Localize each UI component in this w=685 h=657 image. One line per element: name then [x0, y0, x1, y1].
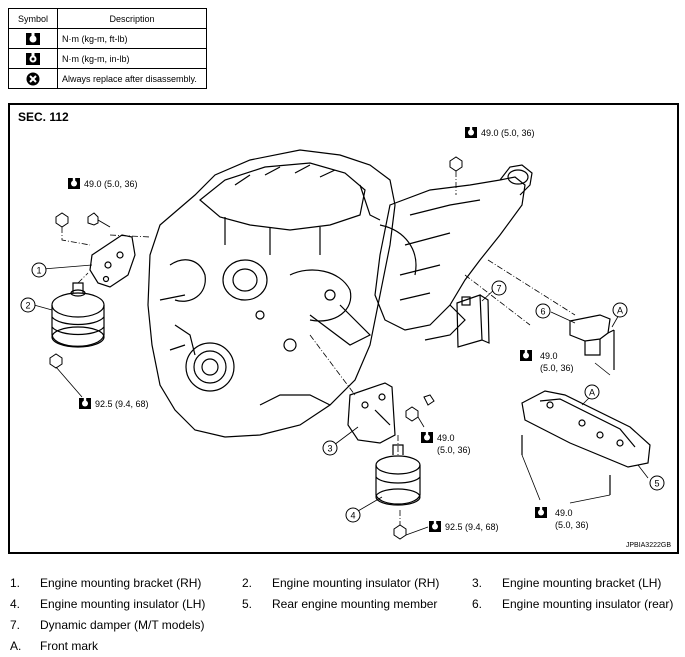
torque-label: 92.5 (9.4, 68)	[445, 522, 499, 532]
torque-wrench-icon	[421, 432, 433, 443]
symbol-description: N·m (kg-m, ft-lb)	[57, 28, 207, 49]
rh-fasteners	[49, 156, 463, 369]
callout-6: 6	[535, 303, 551, 319]
torque-label: (5.0, 36)	[437, 445, 471, 455]
symbol-table: Symbol Description N·m (kg-m, ft-lb) N·m…	[8, 8, 207, 89]
engine-mount-drawing: 49.0 (5.0, 36) 49.0 (5.0, 36) 92.5 (9.4,…	[20, 127, 665, 540]
list-item: 3.Engine mounting bracket (LH)	[472, 575, 662, 590]
svg-text:5: 5	[654, 479, 659, 489]
symbol-description: Always replace after disassembly.	[57, 68, 207, 89]
svg-text:1: 1	[36, 266, 41, 276]
torque-label: 49.0 (5.0, 36)	[84, 179, 138, 189]
svg-text:6: 6	[540, 307, 545, 317]
callout-3: 3	[322, 440, 338, 456]
solid-leaders	[33, 264, 649, 536]
svg-text:4: 4	[350, 511, 355, 521]
svg-text:A: A	[589, 388, 595, 398]
torque-wrench-icon	[465, 127, 477, 138]
figure-code: JPBIA3222GB	[625, 542, 671, 549]
callout-a-member: A	[584, 384, 600, 400]
engine-mounting-insulator-rh	[51, 282, 105, 348]
torque-label: (5.0, 36)	[540, 363, 574, 373]
svg-text:7: 7	[496, 284, 501, 294]
callout-7: 7	[491, 280, 507, 296]
svg-text:A: A	[617, 306, 623, 316]
torque-label: (5.0, 36)	[555, 520, 589, 530]
torque-wrench-icon	[26, 32, 40, 45]
list-item: 1.Engine mounting bracket (RH)	[10, 575, 202, 590]
callout-1: 1	[31, 262, 47, 278]
list-item: 5.Rear engine mounting member	[242, 596, 438, 611]
dynamic-damper	[456, 294, 490, 348]
engine-mounting-bracket-rh	[89, 234, 136, 288]
svg-text:2: 2	[25, 301, 30, 311]
section-title: SEC. 112	[18, 110, 69, 124]
torque-wrench-icon	[79, 398, 91, 409]
callout-a-rear: A	[612, 302, 628, 318]
torque-label: 49.0 (5.0, 36)	[481, 128, 535, 138]
list-item: 4.Engine mounting insulator (LH)	[10, 596, 206, 611]
torque-wrench-icon	[68, 178, 80, 189]
torque-label: 92.5 (9.4, 68)	[95, 399, 149, 409]
callout-4: 4	[345, 507, 361, 523]
engine-mounting-insulator-rear	[569, 314, 615, 370]
list-item: 7.Dynamic damper (M/T models)	[10, 617, 205, 632]
list-item: A.Front mark	[10, 638, 99, 653]
torque-label: 49.0	[555, 508, 573, 518]
rear-engine-mounting-member	[521, 390, 651, 495]
torque-label: 49.0	[540, 351, 558, 361]
torque-wrench-icon	[429, 521, 441, 532]
parts-list: 1.Engine mounting bracket (RH) 2.Engine …	[10, 572, 682, 656]
list-item: 2.Engine mounting insulator (RH)	[242, 575, 440, 590]
callout-2: 2	[20, 297, 36, 313]
symbol-header: Symbol	[8, 8, 58, 29]
lh-fasteners	[393, 394, 435, 540]
svg-text:3: 3	[327, 444, 332, 454]
leader-lines	[61, 171, 576, 525]
description-header: Description	[57, 8, 207, 29]
transmission	[374, 164, 533, 341]
callout-5: 5	[649, 475, 665, 491]
torque-label: 49.0	[437, 433, 455, 443]
engine-mount-figure: SEC. 112	[8, 103, 679, 554]
always-replace-icon	[26, 72, 40, 85]
engine-mounting-insulator-lh	[375, 444, 421, 506]
symbol-description: N·m (kg-m, in-lb)	[57, 48, 207, 69]
engine-mounting-bracket-lh	[347, 382, 396, 444]
torque-wrench-icon	[520, 350, 532, 361]
list-item: 6.Engine mounting insulator (rear)	[472, 596, 674, 611]
torque-wrench-icon	[535, 507, 547, 518]
engine-assembly	[147, 149, 417, 438]
torque-wrench-inlb-icon	[26, 52, 40, 65]
